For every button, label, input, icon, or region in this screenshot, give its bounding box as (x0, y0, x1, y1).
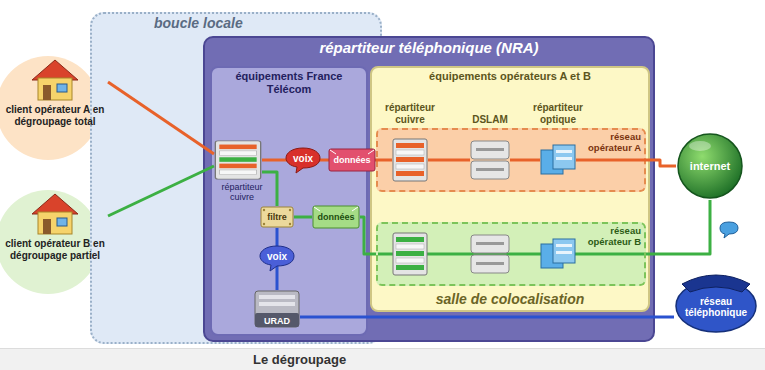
link-line (294, 216, 312, 219)
region-title: boucle locale (154, 15, 243, 31)
caption-bar: Le dégroupage (0, 348, 765, 370)
link-line (646, 200, 710, 254)
link-line (262, 172, 277, 206)
link-line (262, 159, 392, 162)
copper-frame: répartiteur cuivre (392, 138, 428, 182)
filter-box: filtre (260, 206, 294, 228)
equipment-label: répartiteur cuivre (214, 182, 270, 202)
network-label: réseau opérateur B (585, 225, 641, 247)
equipment-label: répartiteur optique (523, 102, 593, 126)
link-line (360, 217, 376, 254)
box-title: équipements opérateurs A et B (429, 70, 591, 82)
equipment-label: répartiteur cuivre (375, 102, 445, 126)
link-line (108, 166, 214, 216)
exchange-box: répartiteur téléphonique (NRA) équipement… (203, 36, 655, 342)
optical-frame: répartiteur optique (540, 144, 576, 176)
box-title: salle de colocalisation (436, 291, 585, 307)
operator-b-equipment (378, 224, 644, 284)
house-icon (30, 58, 80, 102)
voice-bubble: voix (258, 244, 296, 272)
client-label: client opérateur A en dégroupage total (2, 104, 108, 128)
phone-network: réseau téléphonique (674, 270, 758, 334)
operator-band: réseau opérateur B (376, 222, 646, 286)
house-icon (30, 192, 80, 236)
equipment-box: équipements France Télécom répartiteur c… (210, 66, 368, 336)
link-line (576, 160, 676, 166)
link-line (108, 82, 214, 154)
link-line (300, 316, 674, 319)
bubble-label: données (333, 155, 370, 165)
dslam-unit: DSLAM (470, 140, 510, 180)
voice-bubble: voix (284, 146, 322, 174)
box-title: répartiteur téléphonique (NRA) (205, 39, 653, 56)
bubble-label: voix (267, 251, 287, 262)
box-title: équipements France Télécom (212, 70, 366, 96)
network-label: réseau téléphonique (676, 296, 756, 318)
copper-frame: répartiteur cuivre (214, 140, 262, 180)
colocation-room: équipements opérateurs A et B salle de co… (370, 66, 650, 312)
data-envelope: données (312, 205, 360, 229)
link-line (428, 159, 470, 162)
link-line (510, 159, 540, 162)
unit-label: URAD (264, 316, 290, 326)
speech-bubble (720, 222, 738, 238)
copper-frame-icon (392, 138, 428, 182)
copper-frame-icon (214, 140, 262, 180)
urad-unit: URAD (254, 290, 300, 328)
equipment-label: DSLAM (455, 114, 525, 126)
bubble-label: voix (293, 153, 313, 164)
optical-frame-icon (540, 144, 576, 176)
bubble-label: données (317, 212, 354, 222)
dslam-icon (470, 140, 510, 180)
caption: Le dégroupage (0, 349, 765, 370)
diagram-stage: client opérateur A en dégroupage total c… (0, 0, 765, 348)
link-line (276, 228, 279, 290)
filter-label: filtre (267, 212, 287, 222)
data-envelope: données (328, 148, 376, 172)
network-label: internet (690, 160, 730, 172)
client-label: client opérateur B en dégroupage partiel (2, 238, 108, 262)
network-label: réseau opérateur A (585, 131, 641, 153)
internet-globe: internet (676, 132, 744, 200)
